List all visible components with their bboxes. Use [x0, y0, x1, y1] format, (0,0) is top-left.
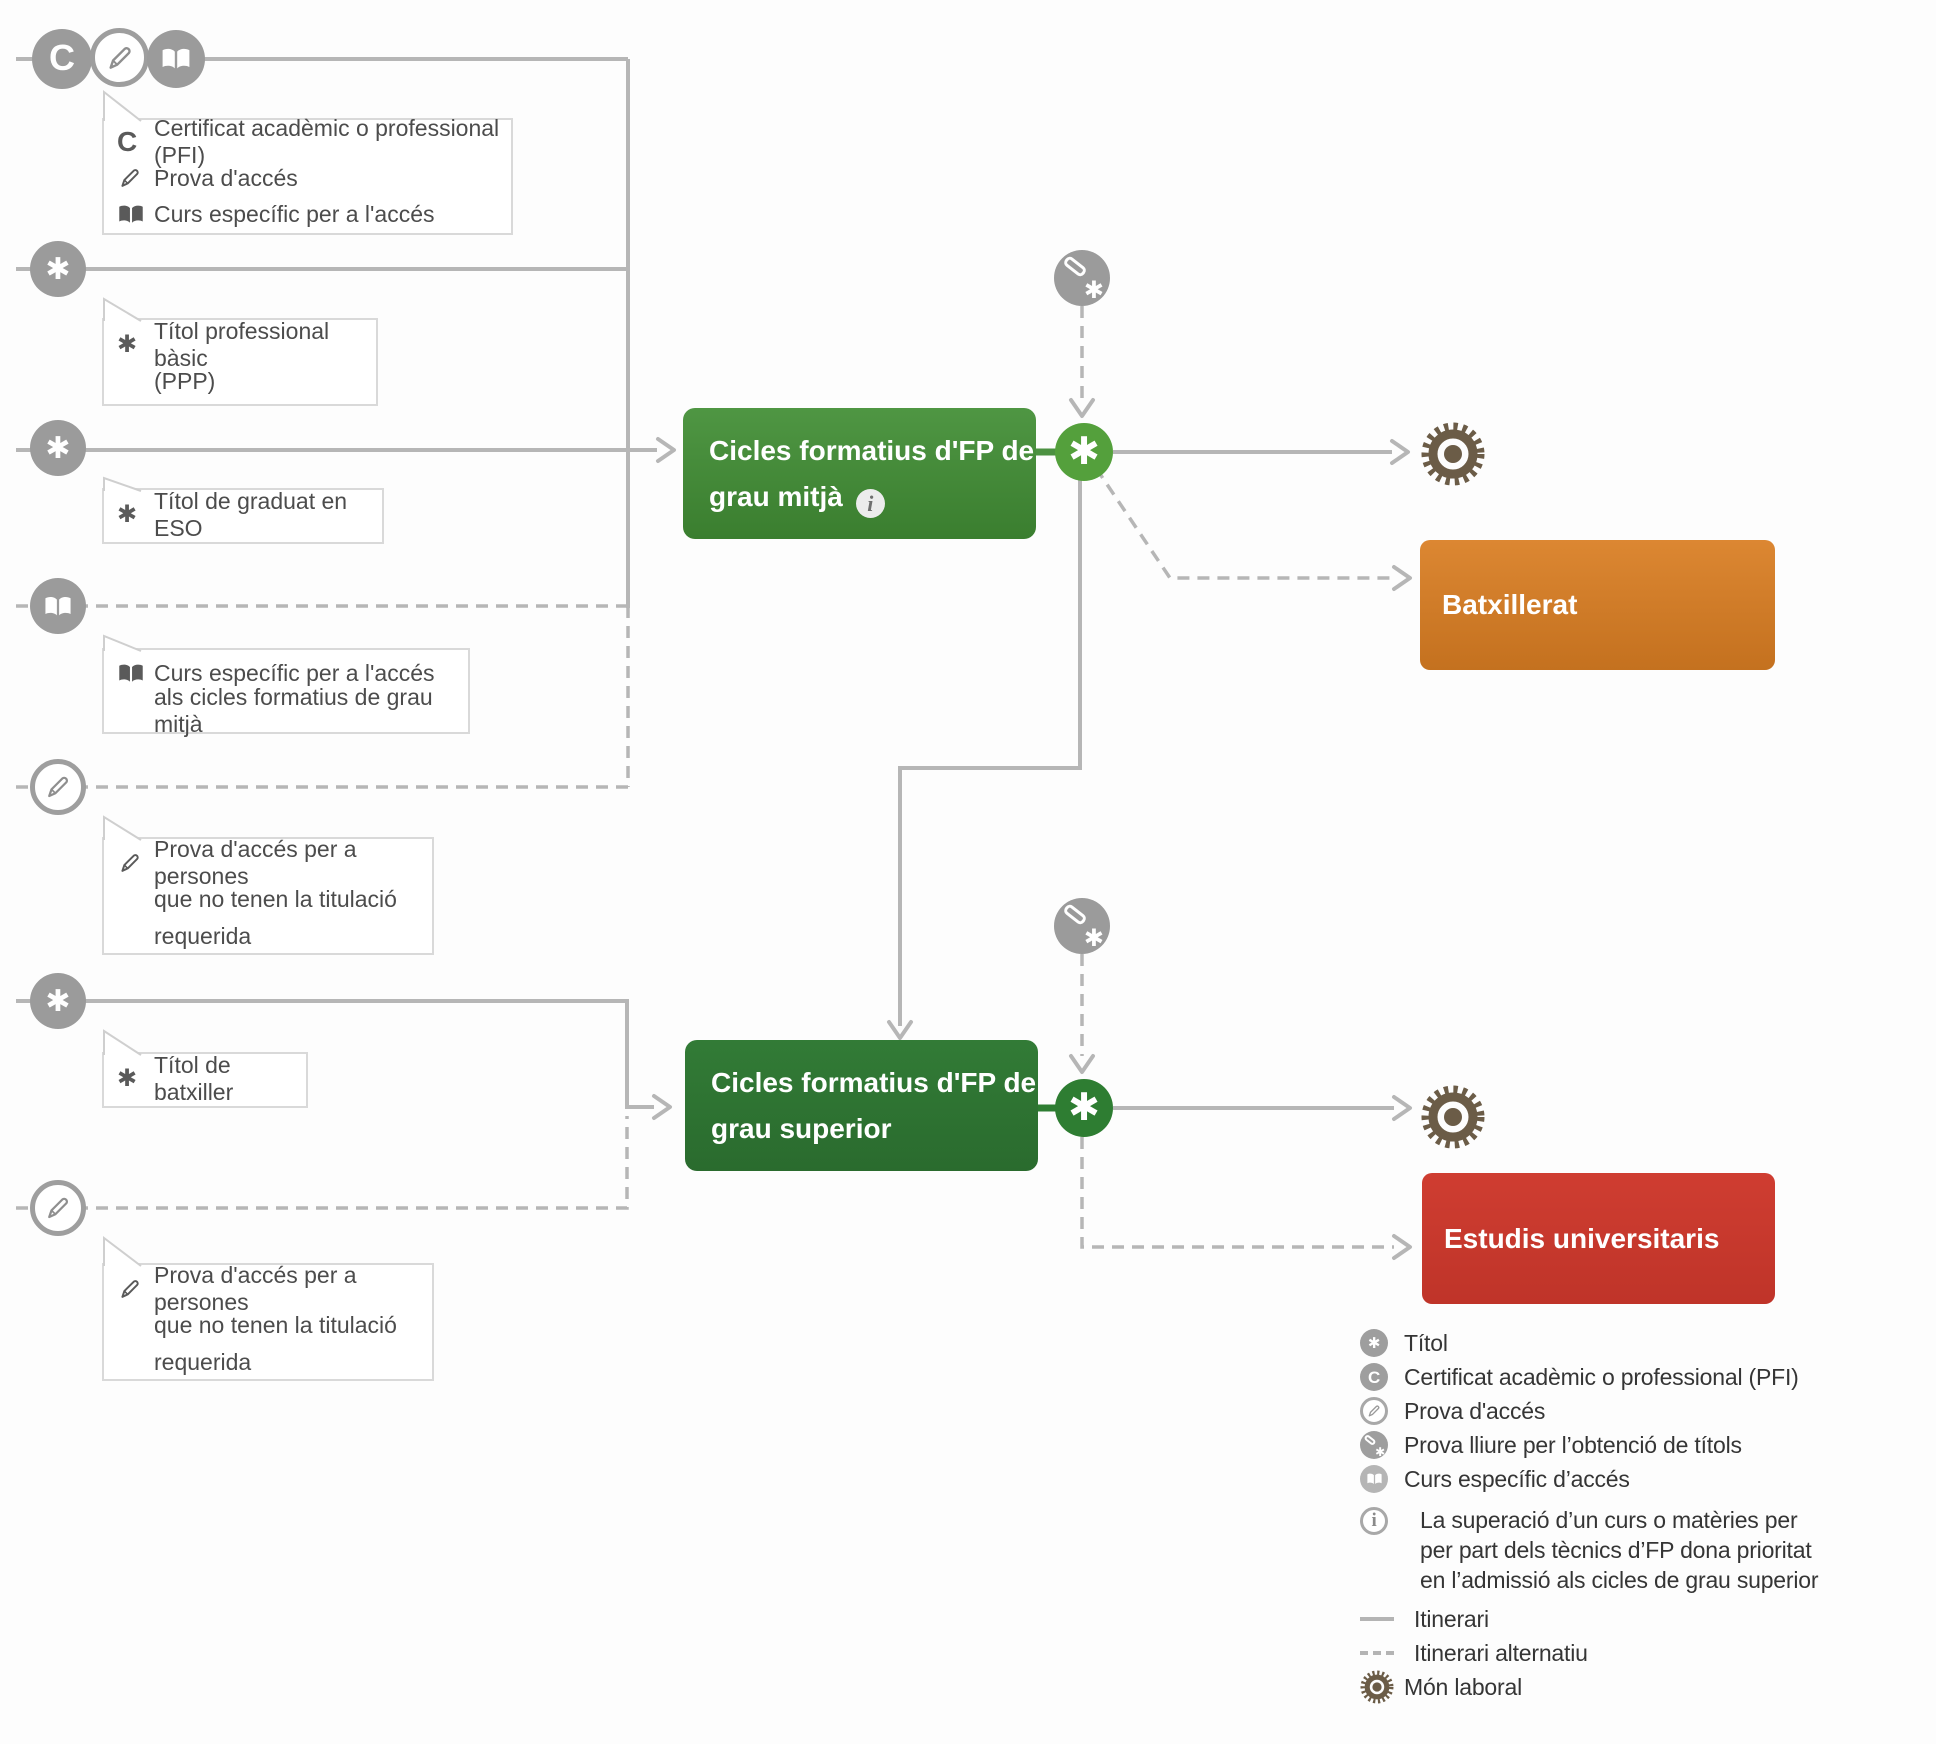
pencil-icon [117, 1276, 154, 1302]
tooltip-text: Curs específic per a l'accés [154, 200, 435, 227]
titol-icon: ✱ [117, 1064, 138, 1092]
tooltip-prova-acces-gm: Prova d'accés per a persones que no tene… [102, 835, 434, 955]
box-label: Batxillerat [1442, 589, 1578, 620]
prova-lliure-icon: ✱ [1054, 898, 1110, 954]
tooltip-titol-eso: ✱ Títol de graduat en ESO [102, 488, 384, 544]
pencil-icon [30, 759, 86, 815]
tooltip-titol-professional-basic: ✱ Títol professional bàsic (PPP) [102, 318, 378, 406]
tooltip-text: requerida [154, 923, 252, 949]
info-icon: i [1360, 1507, 1388, 1535]
line-mitja-to-superior [898, 477, 1082, 1026]
box-cicles-grau-superior[interactable]: Cicles formatius d'FP de grau superior [685, 1040, 1038, 1171]
legend-item-itinerari-alternatiu: Itinerari alternatiu [1360, 1639, 1880, 1667]
pencil-icon [90, 28, 149, 87]
dash-prova-gs-route [16, 1116, 629, 1210]
tooltip-titol-batxiller: ✱ Títol de batxiller [102, 1052, 308, 1108]
tooltip-text: als cicles formatius de grau mitjà [154, 683, 433, 737]
pencil-icon [1360, 1397, 1388, 1425]
legend-item-certificat: C Certificat acadèmic o professional (PF… [1360, 1363, 1880, 1391]
pencil-icon [117, 850, 154, 876]
tooltip-text: requerida [154, 1349, 252, 1375]
box-title-line: grau superior [711, 1112, 892, 1144]
tooltip-text: Certificat acadèmic o professional (PFI) [154, 115, 500, 168]
legend-info-note: i La superació d’un curs o matèries per … [1360, 1505, 1880, 1595]
dashed-line-icon [1360, 1651, 1394, 1655]
tooltip-text: Curs específic per a l'accés [154, 660, 435, 686]
pencil-icon [117, 165, 154, 191]
tooltip-text: que no tenen la titulació [154, 1312, 397, 1338]
tooltip-text: que no tenen la titulació [154, 886, 397, 912]
titol-icon: ✱ [117, 330, 138, 358]
tooltip-text: Prova d'accés per a persones [154, 835, 357, 889]
titol-icon: ✱ [117, 500, 138, 528]
prova-lliure-icon: ✱ [1360, 1431, 1388, 1459]
book-icon [1360, 1465, 1388, 1493]
box-batxillerat[interactable]: Batxillerat [1420, 540, 1775, 670]
legend: ✱ Títol C Certificat acadèmic o professi… [1360, 1329, 1880, 1707]
titol-icon: ✱ [30, 420, 86, 476]
book-icon [117, 662, 154, 685]
work-world-gear-icon [1420, 421, 1486, 492]
tooltip-text: Prova d'accés [154, 164, 298, 191]
certificate-icon: C [32, 29, 92, 89]
tooltip-prova-acces-gs: Prova d'accés per a persones que no tene… [102, 1261, 434, 1381]
dash-superior-to-universitat [1080, 1137, 1394, 1249]
legend-item-prova-acces: Prova d'accés [1360, 1397, 1880, 1425]
dash-mitja-to-batxillerat [1094, 467, 1394, 580]
titol-node-gs: ✱ [1055, 1079, 1113, 1137]
book-icon [117, 203, 154, 226]
work-world-gear-icon [1360, 1670, 1394, 1704]
book-icon [147, 30, 205, 88]
pencil-icon [30, 1180, 86, 1236]
titol-icon: ✱ [30, 241, 86, 297]
tooltip-text: (PPP) [154, 368, 216, 394]
work-world-gear-icon [1420, 1084, 1486, 1155]
certificate-icon: C [117, 126, 138, 157]
certificate-icon: C [1360, 1363, 1388, 1391]
legend-item-itinerari: Itinerari [1360, 1605, 1880, 1633]
titol-node-gm: ✱ [1055, 423, 1113, 481]
tooltip-text: Títol professional bàsic [154, 317, 330, 371]
box-title-line: Cicles formatius d'FP de [709, 434, 1035, 466]
tooltip-text: Títol de graduat en ESO [154, 487, 348, 541]
tooltip-text: Prova d'accés per a persones [154, 1261, 357, 1315]
tooltip-curs-especific: Curs específic per a l'accés als cicles … [102, 648, 470, 737]
line-batxiller-route [16, 999, 654, 1109]
arrowheads [652, 398, 1412, 1260]
legend-item-prova-lliure: ✱ Prova lliure per l’obtenció de títols [1360, 1431, 1880, 1459]
legend-item-curs-especific: Curs específic d’accés [1360, 1465, 1880, 1493]
box-label: Estudis universitaris [1444, 1222, 1720, 1254]
tooltip-access-requirements: C Certificat acadèmic o professional (PFI… [102, 115, 513, 235]
tooltip-text: Títol de batxiller [154, 1051, 234, 1105]
box-title-line: Cicles formatius d'FP de [711, 1066, 1037, 1098]
legend-item-titol: ✱ Títol [1360, 1329, 1880, 1357]
titol-icon: ✱ [1360, 1329, 1388, 1357]
prova-lliure-icon: ✱ [1054, 250, 1110, 306]
legend-item-mon-laboral: Món laboral [1360, 1670, 1880, 1704]
solid-line-icon [1360, 1617, 1394, 1621]
book-icon [30, 578, 86, 634]
box-estudis-universitaris[interactable]: Estudis universitaris [1422, 1173, 1775, 1304]
titol-icon: ✱ [30, 973, 86, 1029]
info-icon[interactable]: i [855, 489, 885, 518]
